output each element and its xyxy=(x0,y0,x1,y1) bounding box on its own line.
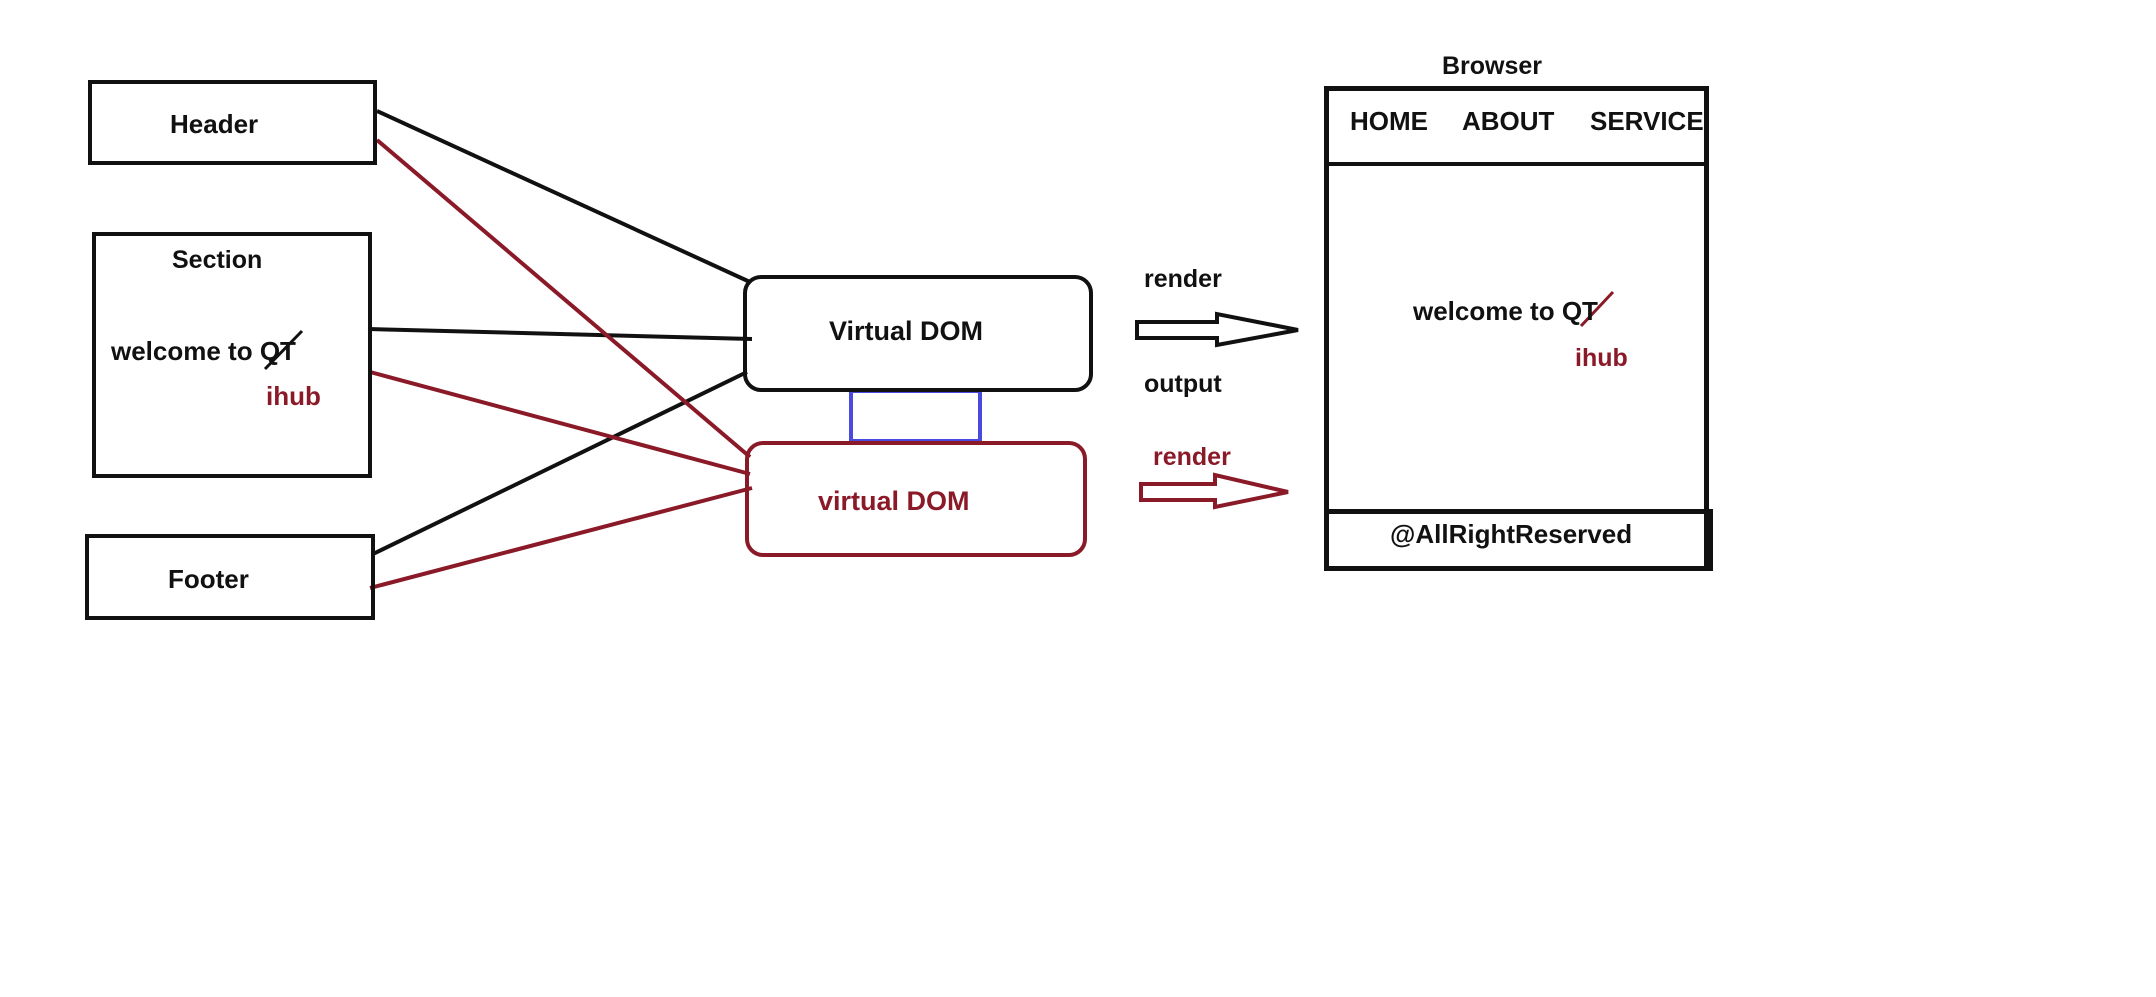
render-arrow xyxy=(1135,311,1299,348)
connector-header-to-vdom xyxy=(376,109,751,284)
connector-section-to-vdom xyxy=(367,327,753,341)
section-welcome-prefix: welcome to xyxy=(111,336,253,366)
header-component-label: Header xyxy=(170,109,259,139)
browser-welcome-text: welcome to QT xyxy=(1413,298,1598,324)
section-replacement-text: ihub xyxy=(266,381,321,411)
browser-nav-service: SERVICE xyxy=(1590,106,1704,136)
browser-nav-about: ABOUT xyxy=(1462,106,1555,136)
output-label: output xyxy=(1144,370,1222,398)
section-component-label: Section xyxy=(172,246,263,274)
browser-struck-word: QT xyxy=(1561,296,1598,326)
virtual-dom-old-label: Virtual DOM xyxy=(829,316,984,346)
connector-section-to-new-vdom xyxy=(369,370,751,476)
connector-footer-to-new-vdom xyxy=(369,486,753,590)
section-component-box xyxy=(92,232,372,478)
connector-header-to-new-vdom xyxy=(375,138,752,459)
render-label: render xyxy=(1144,265,1222,293)
diff-link-box xyxy=(849,389,982,443)
browser-footer-text: @AllRightReserved xyxy=(1390,519,1633,549)
virtual-dom-old-box xyxy=(743,275,1093,392)
section-welcome-text: welcome to QT xyxy=(111,338,296,364)
render-red-arrow xyxy=(1139,472,1289,510)
virtual-dom-new-box xyxy=(745,441,1087,557)
render-red-label: render xyxy=(1153,443,1231,471)
browser-nav-divider xyxy=(1324,162,1709,166)
footer-component-box xyxy=(85,534,375,620)
browser-title: Browser xyxy=(1442,52,1543,80)
footer-component-label: Footer xyxy=(168,564,249,594)
browser-footer-bar xyxy=(1324,509,1713,571)
header-component-box xyxy=(88,80,377,165)
section-struck-word: QT xyxy=(259,336,296,366)
browser-welcome-prefix: welcome to xyxy=(1413,296,1555,326)
browser-replacement-text: ihub xyxy=(1575,344,1628,372)
connector-footer-to-vdom xyxy=(372,370,748,556)
browser-nav-home: HOME xyxy=(1350,106,1428,136)
virtual-dom-new-label: virtual DOM xyxy=(818,486,970,516)
browser-frame xyxy=(1324,86,1709,571)
